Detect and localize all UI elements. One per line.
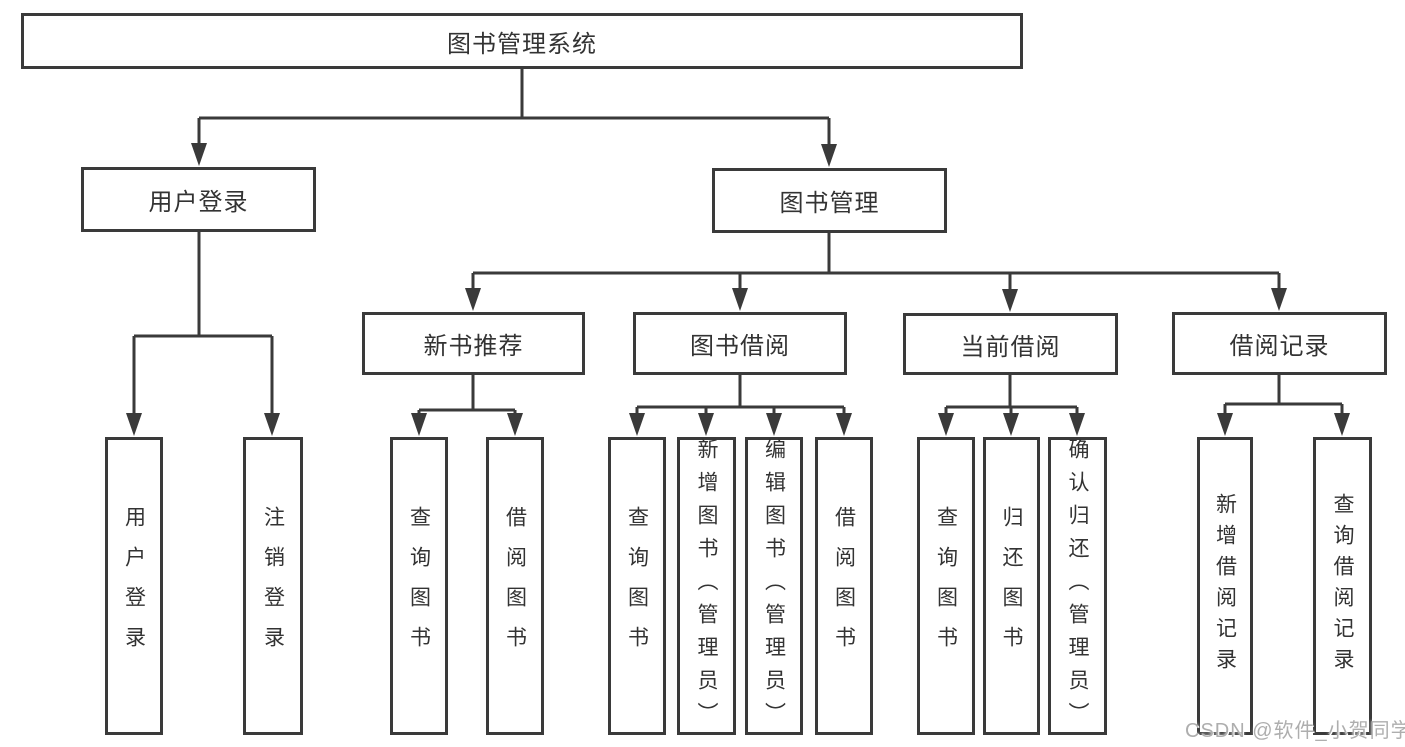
node-root-label: 图书管理系统	[447, 30, 597, 58]
leaf-nb-query-books-label: 查询图书	[407, 506, 431, 666]
node-book-management-label: 图书管理	[779, 190, 880, 217]
leaf-nb-borrow-books: 借阅图书	[486, 437, 544, 735]
leaf-br-query-record-label: 查询借阅记录	[1331, 493, 1354, 679]
leaf-logout: 注销登录	[243, 437, 303, 735]
leaf-bb-borrow-books: 借阅图书	[815, 437, 873, 735]
leaf-nb-query-books: 查询图书	[390, 437, 448, 735]
leaf-bb-borrow-books-label: 借阅图书	[832, 506, 856, 666]
leaf-user-login: 用户登录	[105, 437, 163, 735]
leaf-bb-edit-books-admin-label: 编辑图书（管理员）	[762, 437, 786, 735]
connector-shafts	[132, 69, 1344, 417]
leaf-br-query-record: 查询借阅记录	[1313, 437, 1372, 735]
leaf-cb-query-books-label: 查询图书	[934, 506, 958, 666]
leaf-user-login-label: 用户登录	[122, 506, 146, 666]
node-borrow-records-label: 借阅记录	[1229, 333, 1330, 360]
node-book-borrowing: 图书借阅	[633, 312, 847, 375]
node-user-login: 用户登录	[81, 167, 316, 232]
leaf-nb-borrow-books-label: 借阅图书	[503, 506, 527, 666]
leaf-br-add-record: 新增借阅记录	[1197, 437, 1253, 735]
node-root: 图书管理系统	[21, 13, 1023, 69]
leaf-cb-confirm-return-admin-label: 确认归还（管理员）	[1066, 437, 1089, 735]
leaf-bb-edit-books-admin: 编辑图书（管理员）	[745, 437, 803, 735]
node-book-borrowing-label: 图书借阅	[690, 333, 790, 360]
leaf-bb-add-books-admin: 新增图书（管理员）	[677, 437, 736, 735]
leaf-br-add-record-label: 新增借阅记录	[1213, 493, 1237, 679]
leaf-cb-confirm-return-admin: 确认归还（管理员）	[1048, 437, 1107, 735]
leaf-cb-return-books-label: 归还图书	[1000, 506, 1023, 666]
watermark: CSDN @软件_小贺同学	[1185, 720, 1405, 742]
node-borrow-records: 借阅记录	[1172, 312, 1387, 375]
leaf-cb-return-books: 归还图书	[983, 437, 1040, 735]
leaf-bb-add-books-admin-label: 新增图书（管理员）	[695, 437, 718, 735]
node-current-borrowing: 当前借阅	[903, 313, 1118, 375]
node-current-borrowing-label: 当前借阅	[960, 333, 1061, 361]
leaf-bb-query-books-label: 查询图书	[625, 506, 649, 666]
node-new-book-recommend-label: 新书推荐	[423, 333, 524, 360]
node-new-book-recommend: 新书推荐	[362, 312, 585, 375]
leaf-bb-query-books: 查询图书	[608, 437, 666, 735]
arrowheads	[126, 143, 1350, 436]
node-user-login-label: 用户登录	[148, 189, 249, 216]
leaf-cb-query-books: 查询图书	[917, 437, 975, 735]
node-book-management: 图书管理	[712, 168, 947, 233]
leaf-logout-label: 注销登录	[261, 506, 285, 666]
